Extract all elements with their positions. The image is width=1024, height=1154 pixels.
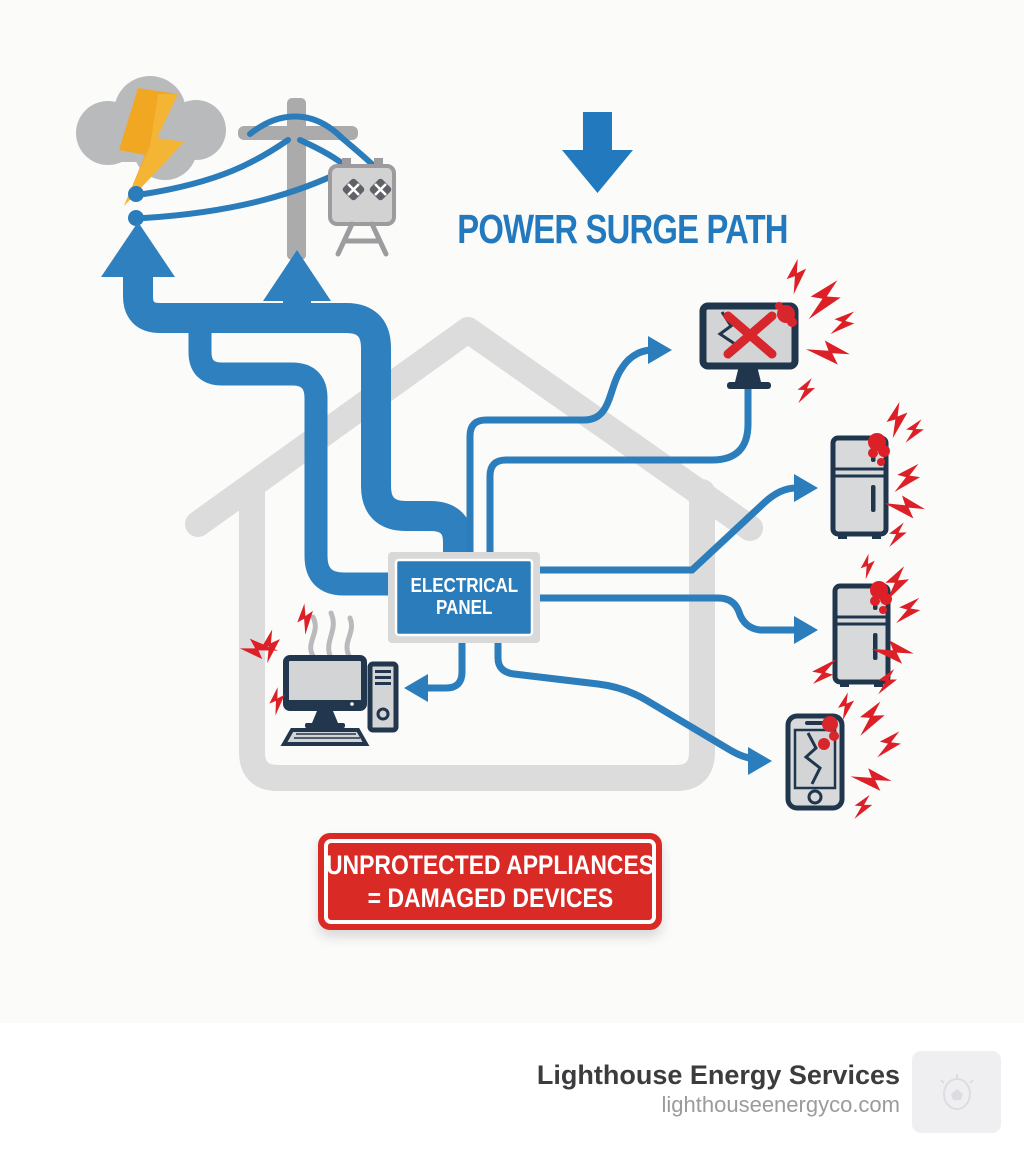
panel-label-line2: PANEL bbox=[435, 597, 493, 619]
electrical-panel-label: ELECTRICAL PANEL bbox=[396, 560, 532, 634]
electrical-panel bbox=[388, 552, 540, 643]
computer-icon bbox=[280, 610, 399, 746]
diagram-title-text: POWER SURGE PATH bbox=[457, 206, 788, 252]
warning-banner-line1: UNPROTECTED APPLIANCES bbox=[325, 849, 655, 880]
surge-path-thick bbox=[123, 266, 473, 596]
lighthouse-logo-icon bbox=[939, 1074, 974, 1110]
branch-arrowheads bbox=[404, 336, 818, 775]
company-logo bbox=[912, 1051, 1001, 1133]
up-arrow-icon bbox=[263, 250, 331, 312]
diagram-title: POWER SURGE PATH bbox=[416, 206, 788, 253]
damage-spark-icon bbox=[836, 691, 905, 823]
phone-icon bbox=[785, 713, 845, 811]
footer bbox=[0, 1023, 1024, 1154]
wire-node bbox=[128, 186, 144, 202]
power-line-wires bbox=[141, 113, 379, 221]
up-arrow-icon bbox=[101, 222, 175, 277]
panel-label-line1: ELECTRICAL bbox=[410, 574, 518, 597]
footer-website: lighthouseenergyco.com bbox=[661, 1092, 900, 1117]
warning-banner-line2: = DAMAGED DEVICES bbox=[367, 882, 613, 913]
lightning-bolt-icon bbox=[119, 88, 184, 206]
warning-banner: UNPROTECTED APPLIANCES = DAMAGED DEVICES bbox=[318, 833, 662, 930]
damage-spark-icon bbox=[883, 400, 927, 550]
down-arrow-icon bbox=[562, 112, 633, 193]
transformer-icon bbox=[328, 158, 396, 257]
tv-icon bbox=[699, 302, 799, 389]
smoke-icon bbox=[308, 610, 354, 661]
fridge-icon bbox=[835, 581, 892, 687]
wire-node bbox=[128, 210, 144, 226]
footer-company-name: Lighthouse Energy Services bbox=[536, 1060, 900, 1090]
surge-branch-lines bbox=[422, 346, 802, 762]
fridge-icon bbox=[833, 433, 890, 539]
